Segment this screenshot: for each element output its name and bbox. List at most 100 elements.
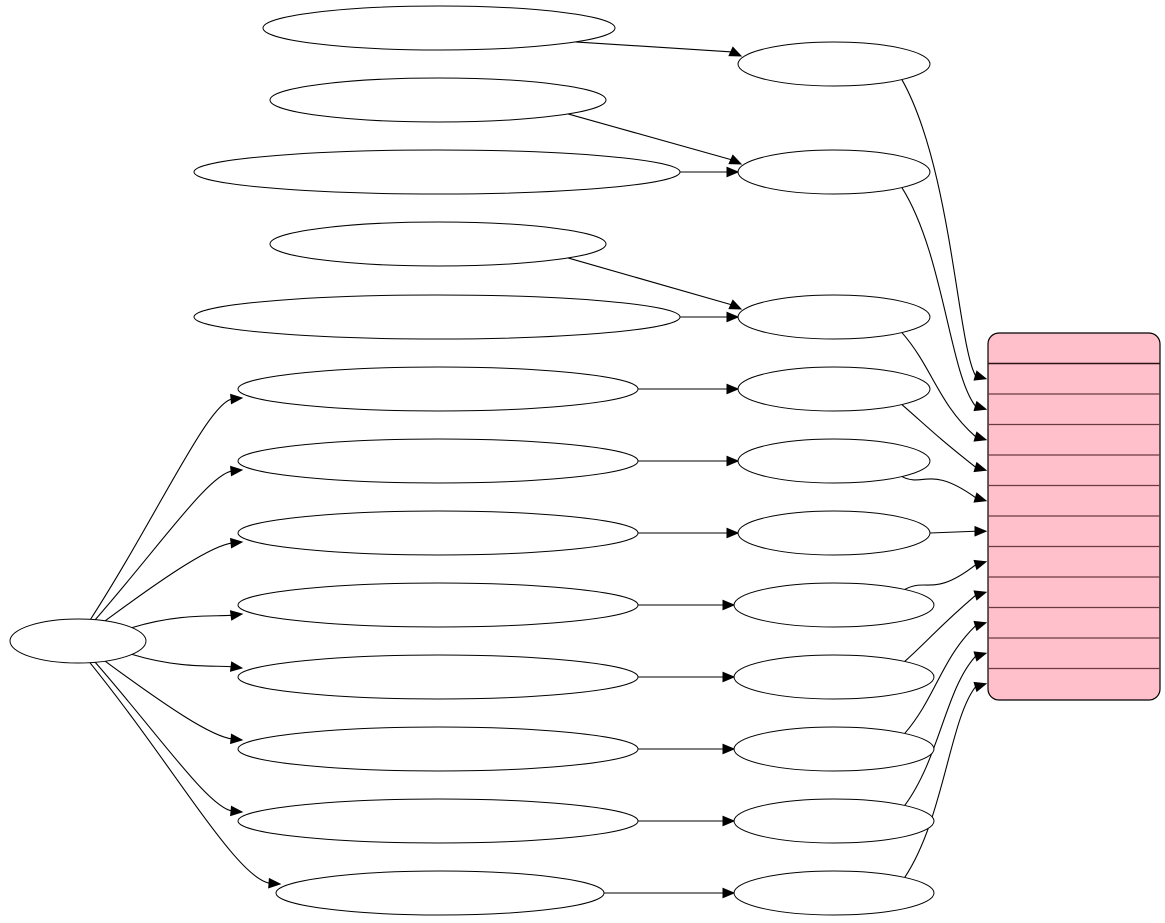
edge-line xyxy=(90,398,234,620)
edge-arrowhead xyxy=(973,681,988,693)
node-osm_landcover_polygon[interactable] xyxy=(275,870,605,916)
edge-imposm3-to-osm_landcover_polygon_gen4 xyxy=(131,610,244,629)
node-landcover_z5[interactable] xyxy=(737,294,931,340)
node-ne_50m_glaciated_areas[interactable] xyxy=(269,77,607,123)
edge-arrowhead xyxy=(726,311,740,323)
edge-imposm3-to-osm_landcover_polygon_gen6 xyxy=(94,465,244,621)
node-shape-ne_10m_glaciated_areas xyxy=(269,221,607,267)
node-landcover_z0[interactable] xyxy=(737,41,931,87)
edge-arrowhead xyxy=(230,465,244,477)
node-shape-osm_landcover_polygon_gen6 xyxy=(237,438,639,484)
edge-arrowhead xyxy=(230,537,244,549)
edge-landcover_z14-to-row-10 xyxy=(904,681,988,878)
edge-line xyxy=(131,653,234,668)
edge-arrowhead xyxy=(726,166,740,178)
edge-imposm3-to-osm_landcover_polygon_gen7 xyxy=(90,393,244,620)
edge-arrowhead xyxy=(973,590,988,601)
edge-arrowhead xyxy=(973,461,988,473)
edge-osm_landcover_polygon_gen5-to-landcover_z9 xyxy=(638,527,740,539)
edge-arrowhead xyxy=(268,877,282,889)
node-landcover_z7[interactable] xyxy=(737,366,931,412)
edge-landcover_z13-to-row-9 xyxy=(904,651,988,806)
table-layer_landcover[interactable] xyxy=(987,332,1161,701)
edge-osm_landcover_polygon_gen3-to-landcover_z11 xyxy=(638,671,736,683)
node-ne_10m_antarctic_ice_shelves_polys[interactable] xyxy=(193,294,681,340)
edge-line xyxy=(929,530,976,534)
edge-landcover_z7-to-row-3 xyxy=(901,404,988,473)
node-shape-osm_landcover_polygon_gen5 xyxy=(237,510,639,556)
edge-line xyxy=(904,686,976,878)
edge-line xyxy=(575,41,732,53)
edge-ne_10m_antarctic_ice_shelves_polys-to-landcover_z5 xyxy=(680,311,740,323)
node-landcover_z13[interactable] xyxy=(733,798,935,844)
edge-arrowhead xyxy=(722,743,736,755)
node-shape-landcover_z0 xyxy=(737,41,931,87)
node-landcover_z9[interactable] xyxy=(737,510,931,556)
edge-arrowhead xyxy=(726,383,740,395)
edge-arrowhead xyxy=(726,527,740,539)
edge-landcover_z2-to-row-1 xyxy=(901,187,988,412)
edge-osm_landcover_polygon-to-landcover_z14 xyxy=(604,887,736,899)
edge-osm_landcover_polygon_gen6-to-landcover_z8 xyxy=(638,455,740,467)
node-shape-ne_110m_glaciated_areas xyxy=(262,5,616,51)
node-osm_landcover_polygon_gen7[interactable] xyxy=(237,366,639,412)
node-landcover_z2[interactable] xyxy=(737,149,931,195)
edge-arrowhead xyxy=(230,805,244,817)
edge-osm_landcover_polygon_gen4-to-landcover_z10 xyxy=(638,599,736,611)
node-shape-osm_landcover_polygon_gen2 xyxy=(237,726,639,772)
node-osm_landcover_polygon_gen3[interactable] xyxy=(237,654,639,700)
edge-arrowhead xyxy=(973,651,988,662)
edge-line xyxy=(904,564,976,590)
edge-arrowhead xyxy=(973,559,988,571)
node-shape-osm_landcover_polygon_gen4 xyxy=(237,582,639,628)
node-ne_10m_glaciated_areas[interactable] xyxy=(269,221,607,267)
node-osm_landcover_polygon_gen1[interactable] xyxy=(237,798,639,844)
node-landcover_z12[interactable] xyxy=(733,726,935,772)
node-shape-landcover_z5 xyxy=(737,294,931,340)
edge-line xyxy=(901,187,976,407)
edge-ne_50m_antarctic_ice_shelves_polys-to-landcover_z2 xyxy=(680,166,740,178)
edge-arrowhead xyxy=(722,815,736,827)
edge-arrowhead xyxy=(728,154,743,165)
edge-landcover_z10-to-row-6 xyxy=(904,559,988,590)
edge-osm_landcover_polygon_gen1-to-landcover_z13 xyxy=(638,815,736,827)
node-shape-landcover_z2 xyxy=(737,149,931,195)
edge-line xyxy=(104,542,234,622)
edge-arrowhead xyxy=(229,661,244,672)
edge-imposm3-to-osm_landcover_polygon_gen2 xyxy=(104,660,244,745)
edge-line xyxy=(904,594,976,662)
node-shape-landcover_z13 xyxy=(733,798,935,844)
edge-landcover_z9-to-row-5 xyxy=(929,525,988,537)
node-landcover_z8[interactable] xyxy=(737,438,931,484)
node-landcover_z14[interactable] xyxy=(733,870,935,916)
edge-ne_10m_glaciated_areas-to-landcover_z5 xyxy=(567,257,743,310)
node-ne_110m_glaciated_areas[interactable] xyxy=(262,5,616,51)
node-imposm3[interactable] xyxy=(9,618,147,664)
edge-arrowhead xyxy=(728,299,743,310)
node-osm_landcover_polygon_gen2[interactable] xyxy=(237,726,639,772)
edge-landcover_z0-to-row-0 xyxy=(901,79,988,381)
node-landcover_z10[interactable] xyxy=(733,582,935,628)
edge-line xyxy=(131,614,234,629)
node-shape-landcover_z11 xyxy=(733,654,935,700)
edge-line xyxy=(89,662,272,884)
edge-line xyxy=(901,404,976,468)
edge-arrowhead xyxy=(973,431,988,442)
node-osm_landcover_polygon_gen6[interactable] xyxy=(237,438,639,484)
edge-line xyxy=(104,660,234,740)
node-osm_landcover_polygon_gen5[interactable] xyxy=(237,510,639,556)
edge-imposm3-to-osm_landcover_polygon xyxy=(89,662,282,889)
edge-arrowhead xyxy=(230,393,244,405)
edge-line xyxy=(94,661,234,812)
node-shape-landcover_z12 xyxy=(733,726,935,772)
node-osm_landcover_polygon_gen4[interactable] xyxy=(237,582,639,628)
node-ne_50m_antarctic_ice_shelves_polys[interactable] xyxy=(193,149,681,195)
edge-line xyxy=(567,257,733,306)
node-shape-osm_landcover_polygon_gen3 xyxy=(237,654,639,700)
edge-arrowhead xyxy=(973,370,988,381)
edge-arrowhead xyxy=(974,525,988,537)
edge-landcover_z8-to-row-4 xyxy=(901,476,988,503)
node-landcover_z11[interactable] xyxy=(733,654,935,700)
edge-landcover_z12-to-row-8 xyxy=(904,620,988,734)
